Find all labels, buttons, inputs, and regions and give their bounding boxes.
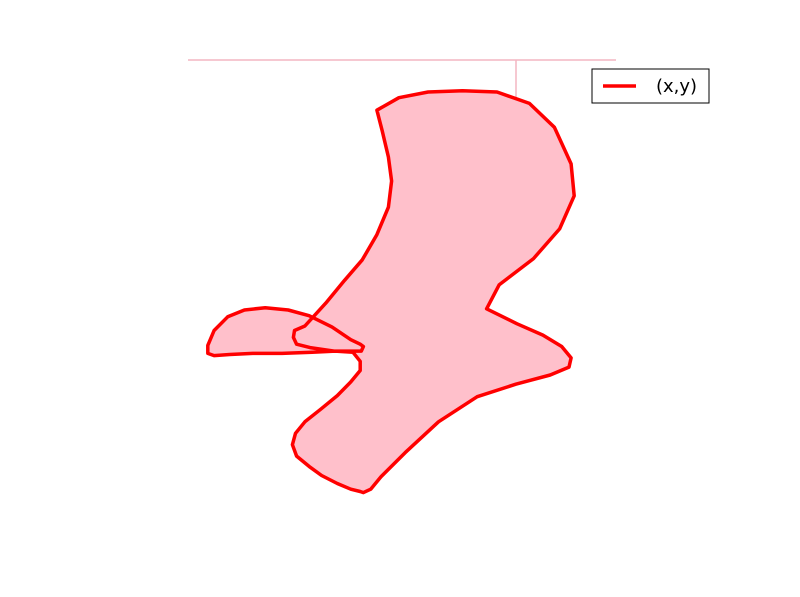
series-line-0 <box>206 89 576 495</box>
series-layer <box>206 89 576 495</box>
legend: (x,y) <box>591 68 710 104</box>
legend-label: (x,y) <box>656 76 697 97</box>
